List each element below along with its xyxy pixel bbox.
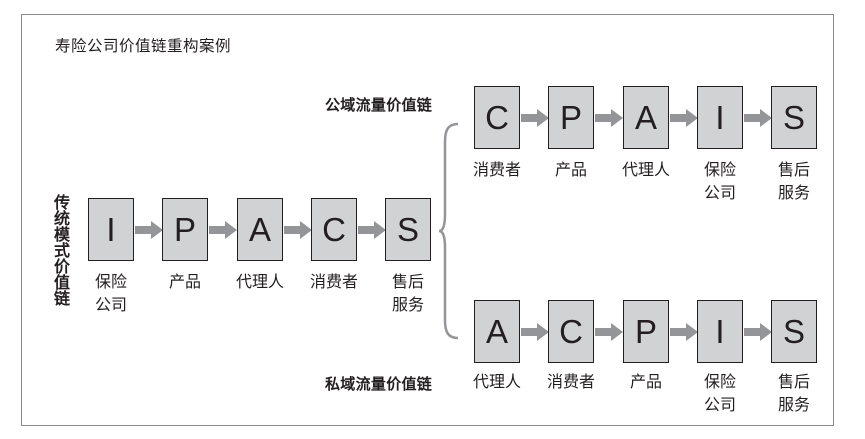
diagram-title: 寿险公司价值链重构案例 [55, 37, 232, 55]
traditional-node-box: A [237, 198, 283, 261]
node-caption: 消费者 [309, 272, 358, 291]
node-caption: 售后 服务 [777, 372, 810, 414]
arrow-right-icon [744, 109, 772, 127]
arrow-right-icon [670, 109, 698, 127]
node-caption: 售后 服务 [777, 160, 810, 202]
node-letter: S [782, 98, 805, 136]
private-node-box: I [697, 300, 743, 363]
traditional-chain-label: 传统模式价值链 [51, 194, 70, 306]
public-chain-label: 公域流量价值链 [325, 96, 433, 114]
arrow-right-icon [358, 221, 386, 239]
node-caption: 售后 服务 [391, 272, 424, 314]
node-caption: 保险 公司 [703, 372, 736, 414]
private-node-box: P [623, 300, 669, 363]
node-caption: 产品 [554, 160, 587, 179]
arrow-right-icon [135, 221, 163, 239]
private-node-box: S [771, 300, 817, 363]
public-node-box: P [548, 86, 594, 149]
traditional-node-box: P [162, 198, 208, 261]
node-letter: I [715, 98, 725, 136]
arrow-right-icon [209, 221, 237, 239]
node-letter: A [485, 312, 508, 350]
node-letter: C [322, 210, 346, 248]
public-node-box: A [623, 86, 669, 149]
node-letter: A [634, 98, 657, 136]
private-node-box: C [548, 300, 594, 363]
public-node-box: C [474, 86, 520, 149]
arrow-right-icon [595, 109, 623, 127]
node-letter: S [782, 312, 805, 350]
node-letter: A [248, 210, 271, 248]
node-caption: 保险 公司 [703, 160, 736, 202]
traditional-node-box: I [88, 198, 134, 261]
node-caption: 代理人 [472, 372, 521, 391]
diagram-frame [21, 14, 834, 426]
node-caption: 代理人 [235, 272, 284, 291]
node-caption: 保险 公司 [94, 272, 127, 314]
node-caption: 消费者 [472, 160, 521, 179]
traditional-node-box: C [311, 198, 357, 261]
arrow-right-icon [284, 221, 312, 239]
arrow-right-icon [595, 323, 623, 341]
node-letter: I [715, 312, 725, 350]
node-caption: 产品 [168, 272, 201, 291]
traditional-node-box: S [385, 198, 431, 261]
public-node-box: I [697, 86, 743, 149]
arrow-right-icon [521, 323, 549, 341]
private-chain-label: 私域流量价值链 [325, 375, 433, 393]
node-letter: P [634, 312, 657, 350]
node-letter: I [106, 210, 116, 248]
node-letter: C [485, 98, 509, 136]
node-caption: 代理人 [621, 160, 670, 179]
node-letter: C [559, 312, 583, 350]
node-letter: P [173, 210, 196, 248]
arrow-right-icon [744, 323, 772, 341]
public-node-box: S [771, 86, 817, 149]
private-node-box: A [474, 300, 520, 363]
node-letter: P [559, 98, 582, 136]
brace-icon [438, 122, 459, 340]
arrow-right-icon [521, 109, 549, 127]
node-letter: S [396, 210, 419, 248]
node-caption: 产品 [629, 372, 662, 391]
node-caption: 消费者 [546, 372, 595, 391]
arrow-right-icon [670, 323, 698, 341]
